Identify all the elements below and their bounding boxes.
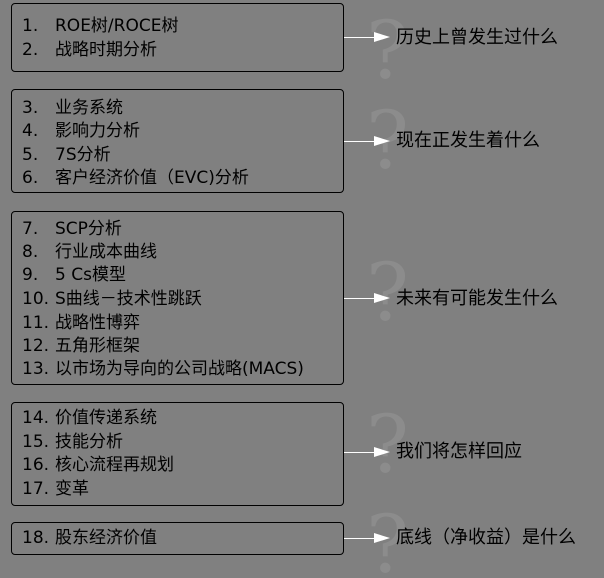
- list-item: 3.业务系统: [22, 98, 123, 118]
- item-label: 5 Cs模型: [55, 265, 126, 285]
- list-item: 7.SCP分析: [22, 219, 122, 239]
- group-box-bottom-line: 18.股东经济价值: [11, 522, 344, 555]
- item-label: S曲线－技术性跳跃: [55, 289, 202, 309]
- item-label: 价值传递系统: [55, 408, 157, 428]
- arrow-head: [374, 533, 390, 543]
- list-item: 18.股东经济价值: [22, 528, 157, 548]
- list-item: 5.7S分析: [22, 145, 111, 165]
- list-item: 11.战略性博弈: [22, 313, 140, 333]
- item-label: SCP分析: [55, 219, 122, 239]
- question-history: 历史上曾发生过什么: [396, 27, 558, 48]
- list-item: 2.战略时期分析: [22, 40, 157, 60]
- list-item: 10.S曲线－技术性跳跃: [22, 289, 202, 309]
- item-label: 核心流程再规划: [55, 455, 174, 475]
- item-label: 以市场为导向的公司战略(MACS): [55, 359, 304, 379]
- group-box-response: 14.价值传递系统 15.技能分析 16.核心流程再规划 17.变革: [11, 402, 344, 506]
- question-mark-watermark-icon: ?: [366, 4, 409, 97]
- arrow-right-icon: [344, 452, 374, 453]
- group-box-future: 7.SCP分析 8.行业成本曲线 9.5 Cs模型 10.S曲线－技术性跳跃 1…: [11, 211, 344, 385]
- arrow-head: [374, 136, 390, 146]
- arrow-right-icon: [344, 298, 374, 299]
- question-mark-watermark-icon: ?: [366, 246, 409, 339]
- arrow-head: [374, 32, 390, 42]
- arrow-head: [374, 293, 390, 303]
- item-label: 战略性博弈: [55, 313, 140, 333]
- list-item: 4.影响力分析: [22, 121, 140, 141]
- list-item: 17.变革: [22, 479, 89, 499]
- question-future: 未来有可能发生什么: [396, 288, 558, 309]
- list-item: 13.以市场为导向的公司战略(MACS): [22, 359, 304, 379]
- question-bottom-line: 底线（净收益）是什么: [396, 527, 576, 548]
- group-box-history: 1.ROE树/ROCE树 2.战略时期分析: [11, 3, 344, 72]
- item-label: 影响力分析: [55, 121, 140, 141]
- arrow-right-icon: [344, 37, 374, 38]
- list-item: 1.ROE树/ROCE树: [22, 16, 179, 36]
- item-label: 客户经济价值（EVC)分析: [55, 168, 249, 188]
- item-label: 技能分析: [55, 432, 123, 452]
- list-item: 14.价值传递系统: [22, 408, 157, 428]
- list-item: 9.5 Cs模型: [22, 265, 126, 285]
- item-label: 变革: [55, 479, 89, 499]
- question-mark-watermark-icon: ?: [366, 398, 409, 491]
- list-item: 8.行业成本曲线: [22, 242, 157, 262]
- item-label: 业务系统: [55, 98, 123, 118]
- list-item: 6.客户经济价值（EVC)分析: [22, 168, 249, 188]
- question-present: 现在正发生着什么: [396, 130, 540, 151]
- group-box-present: 3.业务系统 4.影响力分析 5.7S分析 6.客户经济价值（EVC)分析: [11, 89, 344, 193]
- item-label: 股东经济价值: [55, 528, 157, 548]
- item-label: 行业成本曲线: [55, 242, 157, 262]
- arrow-right-icon: [344, 141, 374, 142]
- arrow-right-icon: [344, 538, 374, 539]
- arrow-head: [374, 447, 390, 457]
- list-item: 12.五角形框架: [22, 336, 140, 356]
- item-label: 7S分析: [55, 145, 111, 165]
- item-label: 战略时期分析: [55, 40, 157, 60]
- list-item: 15.技能分析: [22, 432, 123, 452]
- list-item: 16.核心流程再规划: [22, 455, 174, 475]
- item-label: 五角形框架: [55, 336, 140, 356]
- item-label: ROE树/ROCE树: [55, 16, 179, 36]
- question-response: 我们将怎样回应: [396, 441, 522, 462]
